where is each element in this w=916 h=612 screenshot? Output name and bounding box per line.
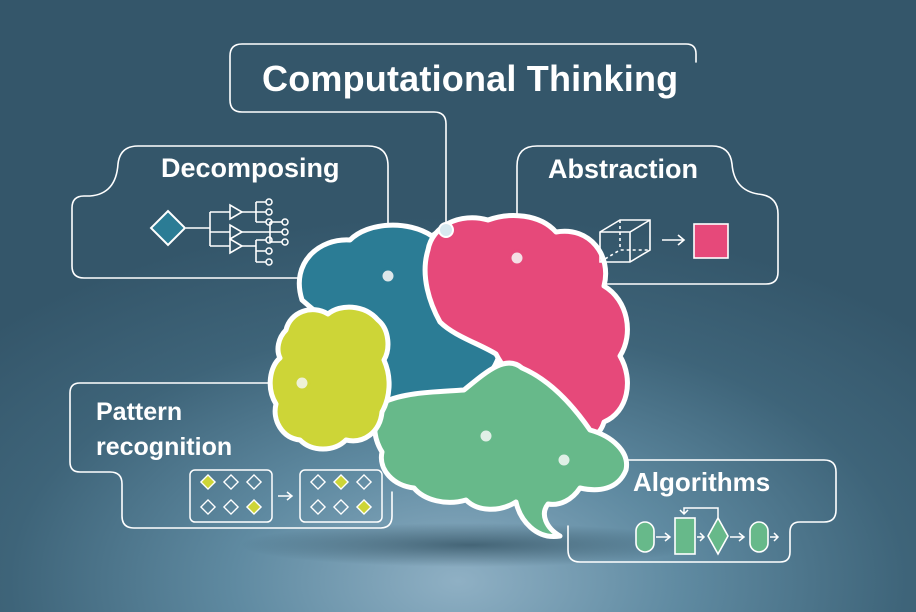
pattern-recognition-label-line1: Pattern bbox=[96, 398, 183, 426]
decomposing-connector-dot bbox=[379, 267, 397, 285]
pink-brain-lobe bbox=[422, 213, 630, 444]
decomposition-tree-icon bbox=[149, 198, 289, 266]
pattern-recognition-label-line2: recognition bbox=[96, 433, 233, 461]
green-brain-lobe bbox=[372, 360, 630, 539]
title-frame bbox=[229, 43, 697, 229]
algorithms-connector-dot bbox=[555, 451, 573, 469]
pattern-grids-icon bbox=[189, 469, 383, 523]
yellow-brain-lobe bbox=[267, 304, 392, 452]
abstraction-frame bbox=[516, 145, 779, 285]
decomposing-label: Decomposing bbox=[161, 153, 340, 183]
floor-shadow bbox=[240, 523, 700, 567]
abstraction-connector-dot bbox=[508, 249, 526, 267]
pattern-recognition-frame bbox=[69, 382, 393, 529]
diagram-title: Computational Thinking bbox=[262, 58, 679, 99]
decomposing-frame bbox=[71, 145, 389, 279]
green-center-dot bbox=[477, 427, 495, 445]
cube-to-square-icon bbox=[599, 219, 729, 263]
algorithms-label: Algorithms bbox=[633, 467, 771, 497]
pattern-connector-dot bbox=[293, 374, 311, 392]
algorithms-frame bbox=[563, 459, 837, 563]
flowchart-icon bbox=[635, 507, 780, 556]
title-connector-dot bbox=[438, 222, 454, 238]
abstraction-label: Abstraction bbox=[548, 154, 699, 184]
